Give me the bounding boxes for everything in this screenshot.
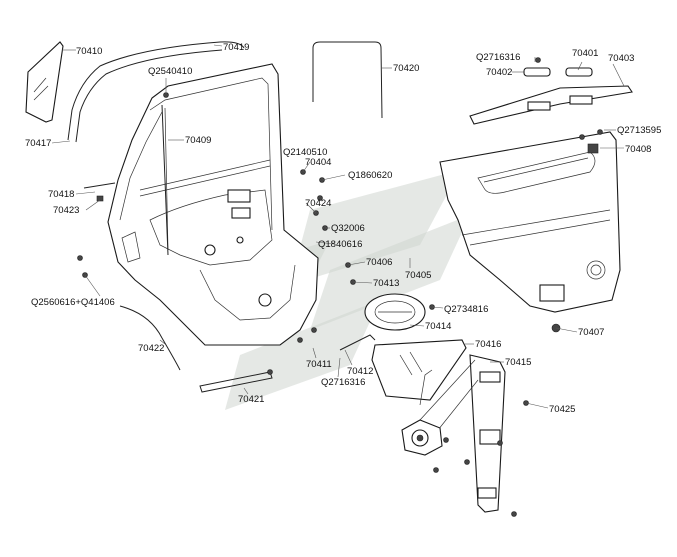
label-Q2713595: Q2713595 (617, 125, 661, 136)
label-70422: 70422 (138, 343, 164, 354)
label-70403: 70403 (608, 53, 634, 64)
label-Q2560616-Q41406: Q2560616+Q41406 (31, 297, 115, 308)
label-70410: 70410 (76, 46, 102, 57)
clip-70418 (83, 182, 116, 202)
label-70404: 70404 (305, 157, 331, 168)
label-70416: 70416 (475, 339, 501, 350)
door-frame (107, 63, 319, 346)
label-Q32006: Q32006 (331, 223, 365, 234)
switch-70401 (565, 67, 593, 77)
label-70418: 70418 (48, 189, 74, 200)
rod-70412 (339, 334, 376, 351)
quarter-glass-70410 (25, 41, 64, 123)
label-70401: 70401 (572, 48, 598, 59)
speaker-70414 (364, 293, 426, 331)
label-70411: 70411 (306, 359, 332, 370)
label-70408: 70408 (625, 144, 651, 155)
label-70405: 70405 (405, 270, 431, 281)
label-70419: 70419 (223, 42, 249, 53)
leader-lines (51, 44, 625, 409)
label-70417: 70417 (25, 138, 51, 149)
label-70409: 70409 (185, 135, 211, 146)
label-Q1860620: Q1860620 (348, 170, 392, 181)
label-70412: 70412 (347, 366, 373, 377)
weatherstrip-70422 (119, 305, 181, 371)
label-Q2716316-bottom: Q2716316 (321, 377, 365, 388)
label-70420: 70420 (393, 63, 419, 74)
division-channel-70409 (161, 104, 169, 256)
switch-70402 (523, 67, 551, 77)
pull-handle-70403 (469, 85, 633, 125)
glass-run-70420 (312, 41, 383, 119)
label-Q2140510: Q2140510 (283, 147, 327, 158)
label-Q2734816: Q2734816 (444, 304, 488, 315)
part-labels: 70410 70419 Q2540410 70420 Q2716316 7040… (25, 42, 661, 415)
label-70413: 70413 (373, 278, 399, 289)
label-70425: 70425 (549, 404, 575, 415)
door-glass-70416 (371, 339, 467, 401)
door-trim-panel-70405 (439, 131, 621, 313)
label-Q1840616: Q1840616 (318, 239, 362, 250)
strip-70421 (199, 371, 273, 393)
label-70407: 70407 (578, 327, 604, 338)
label-70402: 70402 (486, 67, 512, 78)
label-70423: 70423 (53, 205, 79, 216)
label-Q2540410: Q2540410 (148, 66, 192, 77)
label-70421: 70421 (238, 394, 264, 405)
label-70414: 70414 (425, 321, 451, 332)
window-regulator-70415 (401, 354, 506, 513)
label-70415: 70415 (505, 357, 531, 368)
label-Q2716316-top: Q2716316 (476, 52, 520, 63)
glass-run-channel (67, 41, 245, 143)
label-70406: 70406 (366, 257, 392, 268)
label-70424: 70424 (305, 198, 331, 209)
